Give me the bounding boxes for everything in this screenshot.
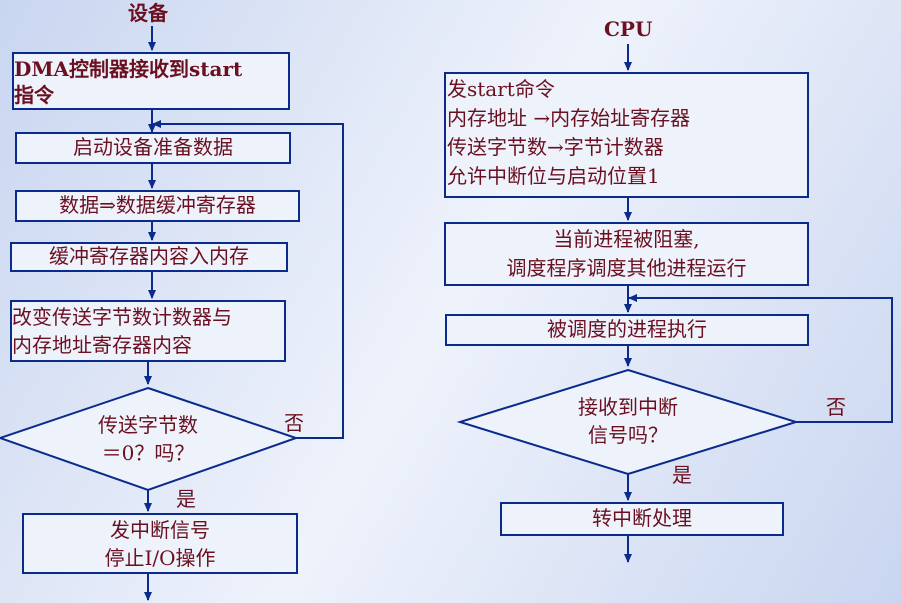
right-step3-box — [445, 314, 809, 346]
right-step2-line1: 当前进程被阻塞, — [553, 227, 700, 251]
right-step1-line1: 发start命令 — [447, 77, 555, 101]
right-step2-box — [444, 222, 809, 286]
left-step3-box — [15, 190, 300, 222]
left-end-box — [22, 513, 298, 574]
left-step1-line2: 指令 — [14, 83, 54, 107]
left-step4-label: 缓冲寄存器内容入内存 — [49, 244, 249, 268]
left-end-line1: 发中断信号 — [110, 518, 210, 542]
left-title: 设备 — [128, 1, 168, 25]
right-no-label: 否 — [826, 395, 846, 419]
left-step1-line1: DMA控制器接收到start — [14, 57, 243, 81]
right-step1-line3: 传送字节数→字节计数器 — [447, 135, 664, 159]
left-decision-line1: 传送字节数 — [98, 413, 198, 437]
right-yes-label: 是 — [672, 463, 692, 487]
left-step3-label: 数据⇒数据缓冲寄存器 — [59, 193, 256, 217]
right-step3-label: 被调度的进程执行 — [547, 317, 707, 341]
right-step1-line2: 内存地址 →内存始址寄存器 — [447, 106, 691, 130]
right-step2-line2: 调度程序调度其他进程运行 — [506, 256, 747, 280]
left-step1-box — [12, 52, 290, 110]
left-decision-diamond — [0, 386, 300, 492]
right-loop-arrowhead — [628, 294, 637, 302]
left-decision-line2: ＝0？吗？ — [101, 441, 195, 465]
right-title: CPU — [604, 17, 653, 41]
left-step5-box — [10, 300, 286, 362]
left-loop-arrowhead — [152, 120, 161, 128]
left-no-label: 否 — [284, 411, 304, 435]
left-yes-label: 是 — [176, 487, 196, 511]
left-step2-box — [15, 132, 291, 164]
right-decision-line2: 信号吗？ — [588, 423, 668, 447]
right-step1-line4: 允许中断位与启动位置1 — [447, 164, 660, 188]
left-end-line2: 停止I/O操作 — [104, 546, 216, 570]
right-step1-box — [444, 72, 809, 198]
right-decision-line1: 接收到中断 — [578, 395, 678, 419]
left-loop-back-line — [152, 123, 344, 439]
left-step4-box — [10, 242, 288, 272]
left-step5-line2: 内存地址寄存器内容 — [12, 333, 192, 357]
right-end-box — [500, 502, 784, 536]
right-end-label: 转中断处理 — [592, 506, 692, 530]
left-step5-line1: 改变传送字节数计数器与 — [12, 305, 232, 329]
left-step2-label: 启动设备准备数据 — [73, 135, 233, 159]
right-loop-back-line — [628, 297, 893, 423]
